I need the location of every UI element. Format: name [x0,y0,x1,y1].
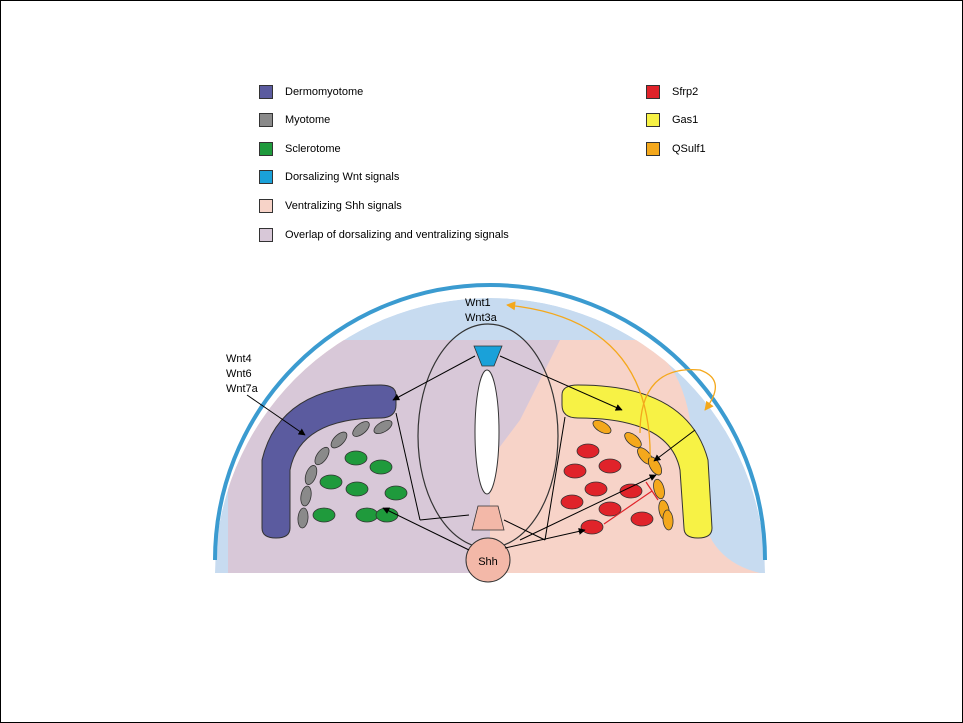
neural-tube-lumen [475,370,499,494]
wnt-dorsal-labels: Wnt1 Wnt3a [465,296,497,326]
wnt4-label: Wnt4 [226,352,258,367]
wnt1-label: Wnt1 [465,296,497,311]
shh-label: Shh [478,556,498,568]
wnt-lateral-labels: Wnt4 Wnt6 Wnt7a [226,352,258,397]
wnt3a-label: Wnt3a [465,311,497,326]
wnt7a-label: Wnt7a [226,382,258,397]
floor-plate [472,506,504,530]
wnt6-label: Wnt6 [226,367,258,382]
